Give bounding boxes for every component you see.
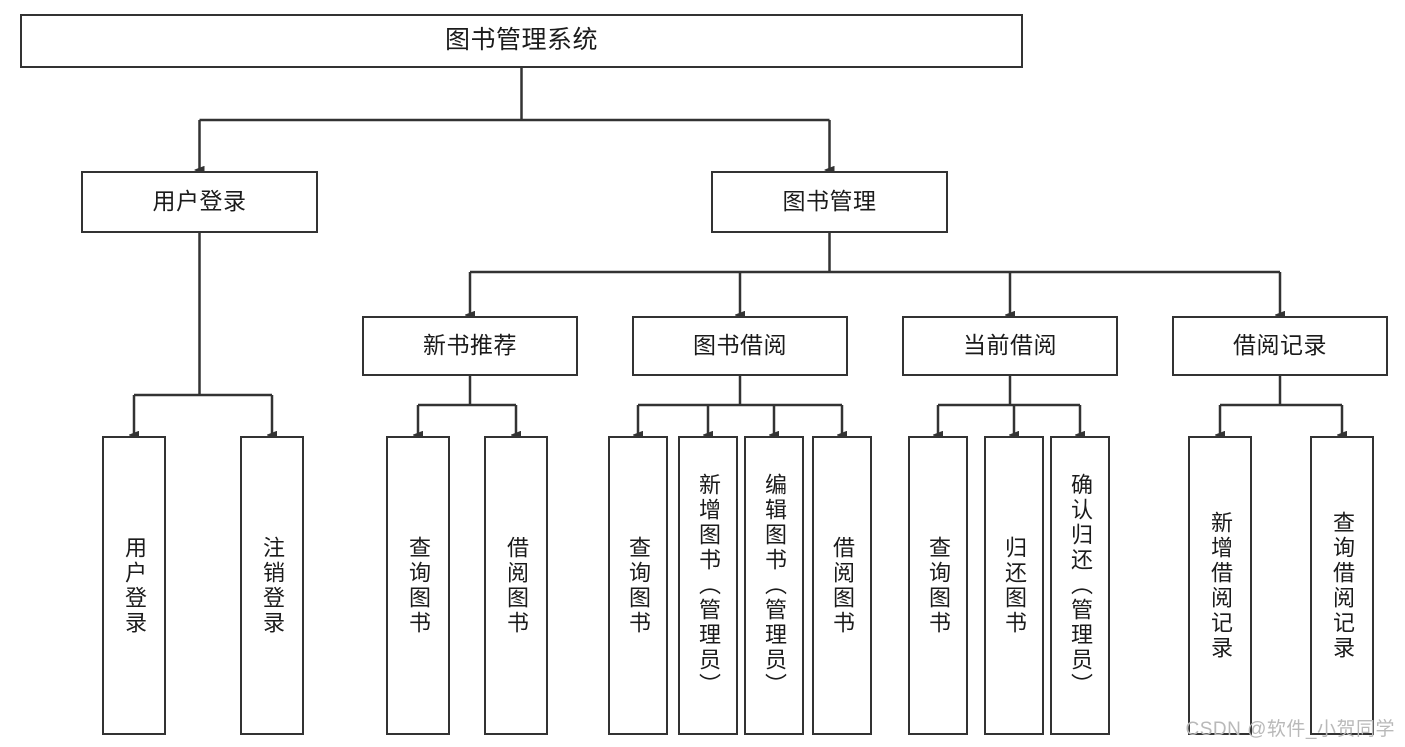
node-label-leaf-user-logout: 注销登录 <box>259 535 285 636</box>
node-label-leaf-borrow-book-1: 借阅图书 <box>503 535 529 636</box>
node-label-current-borrow: 当前借阅 <box>963 332 1057 359</box>
node-leaf-confirm-ret[interactable]: 确认归还（管理员） <box>1050 436 1110 735</box>
node-current-borrow[interactable]: 当前借阅 <box>902 316 1118 376</box>
node-leaf-add-book[interactable]: 新增图书（管理员） <box>678 436 738 735</box>
node-label-leaf-add-book: 新增图书（管理员） <box>695 473 721 698</box>
node-leaf-query-book-2[interactable]: 查询图书 <box>608 436 668 735</box>
node-label-leaf-confirm-ret: 确认归还（管理员） <box>1067 473 1093 698</box>
node-leaf-user-login[interactable]: 用户登录 <box>102 436 166 735</box>
node-leaf-borrow-book-2[interactable]: 借阅图书 <box>812 436 872 735</box>
node-leaf-query-book-1[interactable]: 查询图书 <box>386 436 450 735</box>
node-label-leaf-borrow-book-2: 借阅图书 <box>829 535 855 636</box>
node-label-book-manage: 图书管理 <box>782 188 877 215</box>
node-label-leaf-query-book-1: 查询图书 <box>405 535 431 636</box>
node-leaf-add-record[interactable]: 新增借阅记录 <box>1188 436 1252 735</box>
node-label-borrow-record: 借阅记录 <box>1233 332 1327 359</box>
node-leaf-borrow-book-1[interactable]: 借阅图书 <box>484 436 548 735</box>
node-root[interactable]: 图书管理系统 <box>20 14 1023 68</box>
node-book-manage[interactable]: 图书管理 <box>711 171 948 233</box>
node-label-user-login: 用户登录 <box>152 188 247 215</box>
node-book-borrow[interactable]: 图书借阅 <box>632 316 848 376</box>
node-label-leaf-user-login: 用户登录 <box>121 535 147 636</box>
node-leaf-user-logout[interactable]: 注销登录 <box>240 436 304 735</box>
node-borrow-record[interactable]: 借阅记录 <box>1172 316 1388 376</box>
node-new-book-rec[interactable]: 新书推荐 <box>362 316 578 376</box>
node-label-root: 图书管理系统 <box>444 26 598 55</box>
node-label-leaf-return-book: 归还图书 <box>1001 535 1027 636</box>
node-leaf-query-record[interactable]: 查询借阅记录 <box>1310 436 1374 735</box>
node-label-leaf-query-book-3: 查询图书 <box>925 535 951 636</box>
node-leaf-query-book-3[interactable]: 查询图书 <box>908 436 968 735</box>
node-user-login[interactable]: 用户登录 <box>81 171 318 233</box>
node-label-leaf-query-book-2: 查询图书 <box>625 535 651 636</box>
node-label-leaf-add-record: 新增借阅记录 <box>1207 510 1233 661</box>
node-label-book-borrow: 图书借阅 <box>693 332 787 359</box>
csdn-watermark: CSDN @软件_小贺同学 <box>1185 719 1395 740</box>
node-leaf-edit-book[interactable]: 编辑图书（管理员） <box>744 436 804 735</box>
node-label-leaf-query-record: 查询借阅记录 <box>1329 510 1355 661</box>
node-label-leaf-edit-book: 编辑图书（管理员） <box>761 473 787 698</box>
node-leaf-return-book[interactable]: 归还图书 <box>984 436 1044 735</box>
node-label-new-book-rec: 新书推荐 <box>423 332 517 359</box>
